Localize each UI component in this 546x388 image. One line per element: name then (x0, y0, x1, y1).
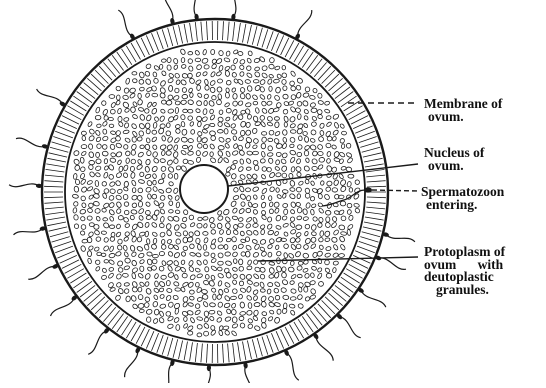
nucleus-label: Nucleus of ovum. (424, 147, 484, 172)
spermatozoon-label: Spermatozoon entering. (421, 186, 504, 211)
spermatozoon-label-line-2: entering. (421, 199, 504, 212)
nucleus (180, 165, 228, 213)
membrane-label-line-2: ovum. (424, 111, 502, 124)
entering-spermatozoon-head (364, 187, 372, 192)
protoplasm-label-line-4: granules. (424, 284, 505, 297)
membrane-label: Membrane of ovum. (424, 98, 502, 123)
spermatozoon-leader-line (372, 190, 418, 191)
protoplasm-label: Protoplasm of ovum with deutoplastic gra… (424, 246, 505, 296)
nucleus-label-line-2: ovum. (424, 160, 484, 173)
protoplasm-leader-line (258, 257, 418, 261)
